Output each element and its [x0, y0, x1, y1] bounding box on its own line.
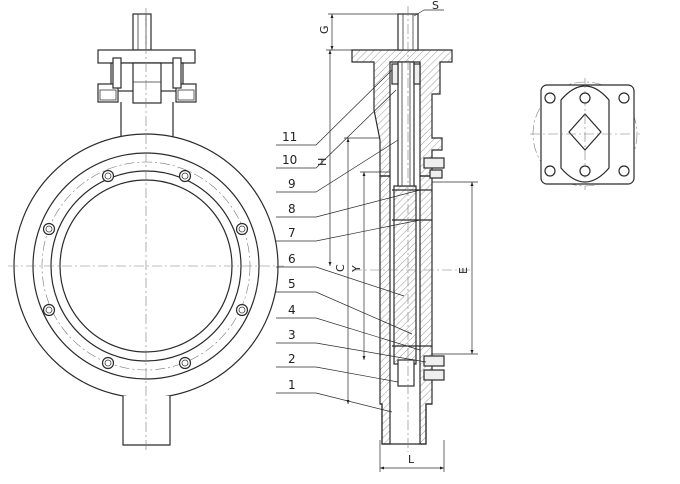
- part-label-8: 8: [288, 202, 296, 216]
- dimensions: G H C Y E L S: [316, 0, 478, 472]
- section-body-bottom: [380, 403, 432, 445]
- dim-label-s: S: [432, 0, 439, 12]
- front-neck-bush: [132, 62, 162, 104]
- dim-label-e: E: [457, 267, 470, 274]
- section-shaft-upper: [397, 61, 415, 187]
- top-flange-detail: [530, 78, 640, 190]
- front-view: [8, 8, 284, 452]
- section-shaft-lower: [397, 359, 415, 387]
- part-label-10: 10: [282, 153, 297, 167]
- section-disc: [393, 185, 417, 365]
- part-label-6: 6: [288, 252, 296, 266]
- dim-label-c: C: [334, 264, 347, 272]
- part-label-3: 3: [288, 328, 296, 342]
- front-bottom-lug: [122, 396, 171, 446]
- part-callouts: 11 10 9 8 7 6 5 4 3 2 1: [276, 69, 427, 413]
- part-label-7: 7: [288, 226, 296, 240]
- section-view: [351, 6, 470, 452]
- front-stem-square: [132, 13, 152, 51]
- front-neck: [120, 102, 174, 140]
- part-label-9: 9: [288, 177, 296, 191]
- part-label-1: 1: [288, 378, 296, 392]
- part-label-5: 5: [288, 277, 296, 291]
- front-bolt-holes: [42, 169, 249, 370]
- part-label-4: 4: [288, 303, 296, 317]
- dim-label-l: L: [408, 453, 415, 466]
- dim-label-y: Y: [350, 265, 363, 273]
- part-label-2: 2: [288, 352, 296, 366]
- part-label-11: 11: [282, 130, 297, 144]
- dim-label-g: G: [318, 25, 331, 34]
- detail-bolt-holes: [544, 92, 630, 177]
